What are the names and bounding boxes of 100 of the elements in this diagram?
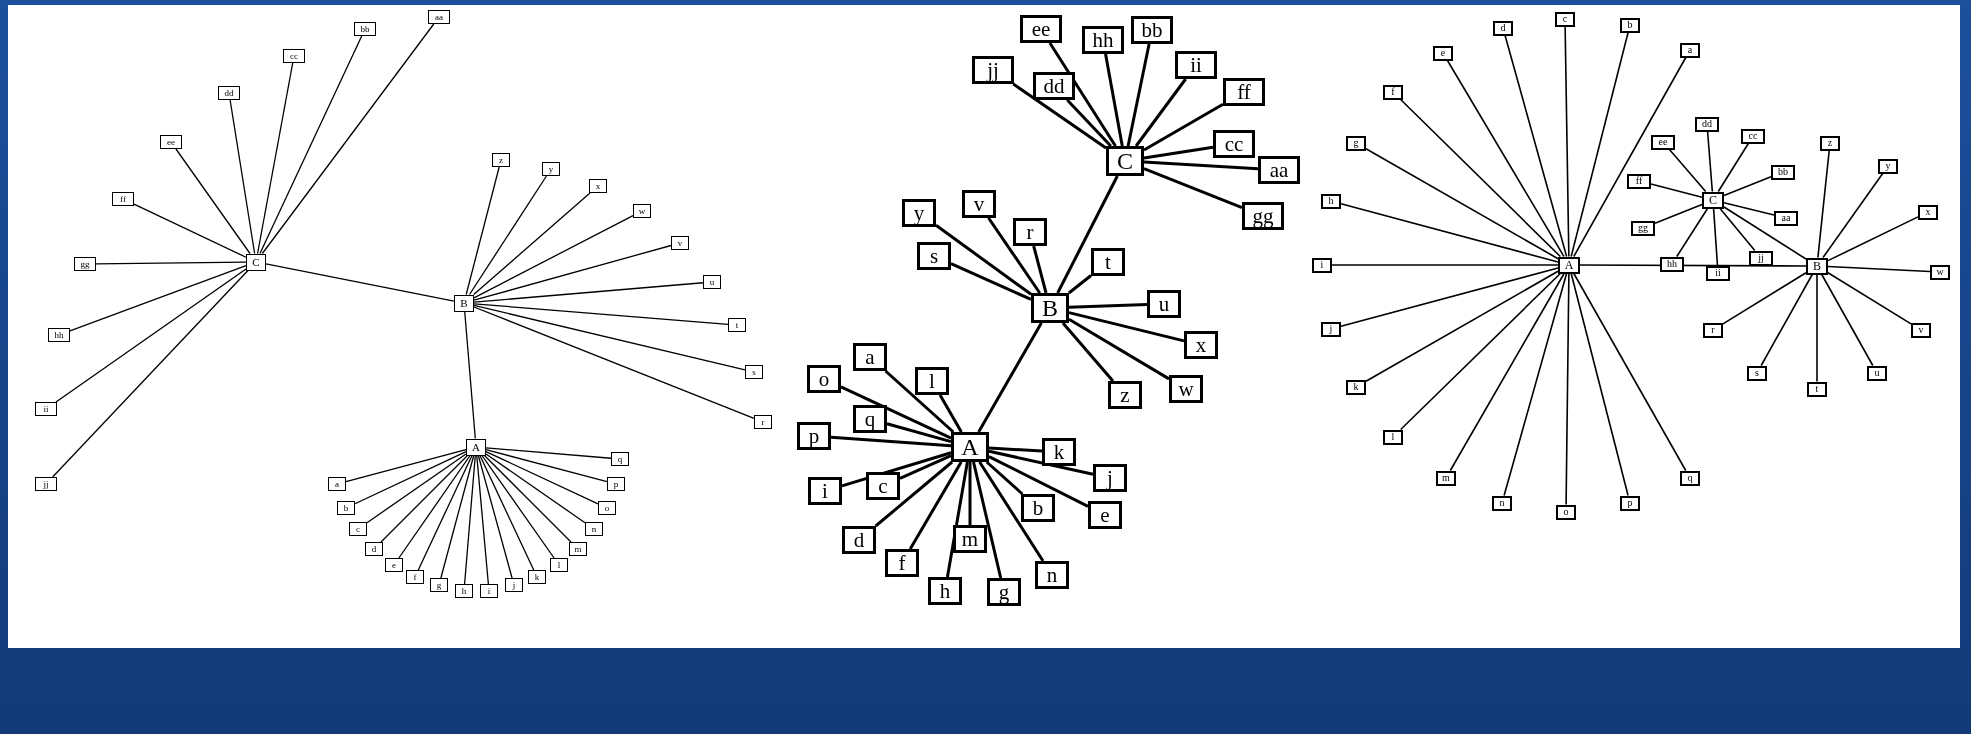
leaf-node: l <box>550 558 568 572</box>
edge-line <box>473 282 704 303</box>
leaf-node: t <box>1091 248 1125 276</box>
leaf-node: hh <box>1082 26 1124 54</box>
edge-line <box>485 453 586 524</box>
edge-line <box>950 262 1032 301</box>
leaf-node: s <box>745 365 763 379</box>
leaf-node: l <box>915 367 949 395</box>
leaf-node: s <box>917 242 951 270</box>
leaf-node: dd <box>1033 72 1075 100</box>
edge-line <box>1573 56 1687 258</box>
edge-line <box>1676 207 1709 258</box>
edge-line <box>473 244 672 301</box>
edge-line <box>987 217 1041 294</box>
leaf-node: d <box>842 526 876 554</box>
edge-line <box>977 322 1043 433</box>
edge-line <box>1061 322 1115 382</box>
leaf-node: w <box>633 204 651 218</box>
edge-line <box>398 454 471 559</box>
edge-line <box>1331 264 1559 266</box>
leaf-node: a <box>328 477 346 491</box>
edge-line <box>1719 207 1756 252</box>
edge-line <box>1068 311 1185 343</box>
edge-line <box>886 422 952 444</box>
edge-line <box>465 166 500 296</box>
edge-line <box>1827 265 1931 273</box>
edge-line <box>366 453 467 524</box>
edge-line <box>884 369 955 434</box>
edge-line <box>988 449 1094 476</box>
edge-line <box>1654 203 1703 224</box>
edge-line <box>473 303 729 325</box>
leaf-node: b <box>337 501 355 515</box>
edge-line <box>1564 25 1570 258</box>
edge-line <box>485 451 599 505</box>
edge-line <box>1822 172 1884 259</box>
edge-line <box>1068 318 1170 381</box>
edge-line <box>1340 267 1559 328</box>
edge-line <box>1143 167 1243 210</box>
edge-line <box>133 203 247 258</box>
edge-line <box>1048 42 1117 147</box>
edge-line <box>978 461 1045 562</box>
leaf-node: n <box>1035 561 1069 589</box>
edge-line <box>1820 273 1874 367</box>
leaf-node: aa <box>1258 156 1300 184</box>
leaf-node: aa <box>428 10 450 24</box>
leaf-node: ff <box>112 192 134 206</box>
leaf-node: g <box>430 578 448 592</box>
leaf-node: b <box>1021 494 1055 522</box>
leaf-node: c <box>866 472 900 500</box>
leaf-node: x <box>589 179 607 193</box>
edge-line <box>1706 130 1714 193</box>
edge-line <box>1126 43 1151 147</box>
edge-line <box>1104 53 1124 147</box>
edge-line <box>476 454 489 585</box>
edge-line <box>477 454 513 579</box>
edge-line <box>473 304 746 371</box>
edge-line <box>1723 176 1772 197</box>
leaf-node: a <box>853 343 887 371</box>
hub-node: C <box>1106 146 1144 176</box>
leaf-node: o <box>807 365 841 393</box>
edge-line <box>968 462 972 525</box>
leaf-node: o <box>598 501 616 515</box>
edge-line <box>440 454 475 579</box>
edge-line <box>1446 59 1565 258</box>
edge-line <box>1565 272 1570 506</box>
leaf-node: e <box>1088 501 1122 529</box>
edge-line <box>479 454 535 571</box>
edge-line <box>945 461 969 578</box>
leaf-node: m <box>953 525 987 553</box>
edge-line <box>1504 34 1568 258</box>
leaf-node: dd <box>218 86 240 100</box>
edge-line <box>1712 207 1719 267</box>
leaf-node: ii <box>35 402 57 416</box>
edge-line <box>988 455 1089 508</box>
edge-line <box>483 454 572 543</box>
edge-line <box>1579 264 1807 267</box>
leaf-node: f <box>406 570 424 584</box>
leaf-node: f <box>885 549 919 577</box>
edge-line <box>1449 272 1565 472</box>
leaf-node: j <box>505 578 523 592</box>
edge-line <box>468 175 548 296</box>
leaf-node: h <box>928 577 962 605</box>
leaf-node: m <box>569 542 587 556</box>
edge-line <box>464 310 476 440</box>
leaf-node: u <box>1147 290 1181 318</box>
edge-line <box>1340 202 1559 263</box>
edge-line <box>1012 82 1107 150</box>
edge-line <box>988 446 1043 453</box>
leaf-node: hh <box>48 328 70 342</box>
edge-line <box>55 268 247 403</box>
hub-node: A <box>951 432 989 462</box>
edge-line <box>1573 272 1687 472</box>
edge-line <box>935 224 1032 296</box>
edge-line <box>380 454 469 543</box>
edge-line <box>1066 98 1112 148</box>
leaf-node: w <box>1169 375 1203 403</box>
leaf-node: ff <box>1223 78 1265 106</box>
edge-line <box>841 451 952 488</box>
edge-line <box>1570 31 1629 258</box>
edge-line <box>830 435 952 448</box>
